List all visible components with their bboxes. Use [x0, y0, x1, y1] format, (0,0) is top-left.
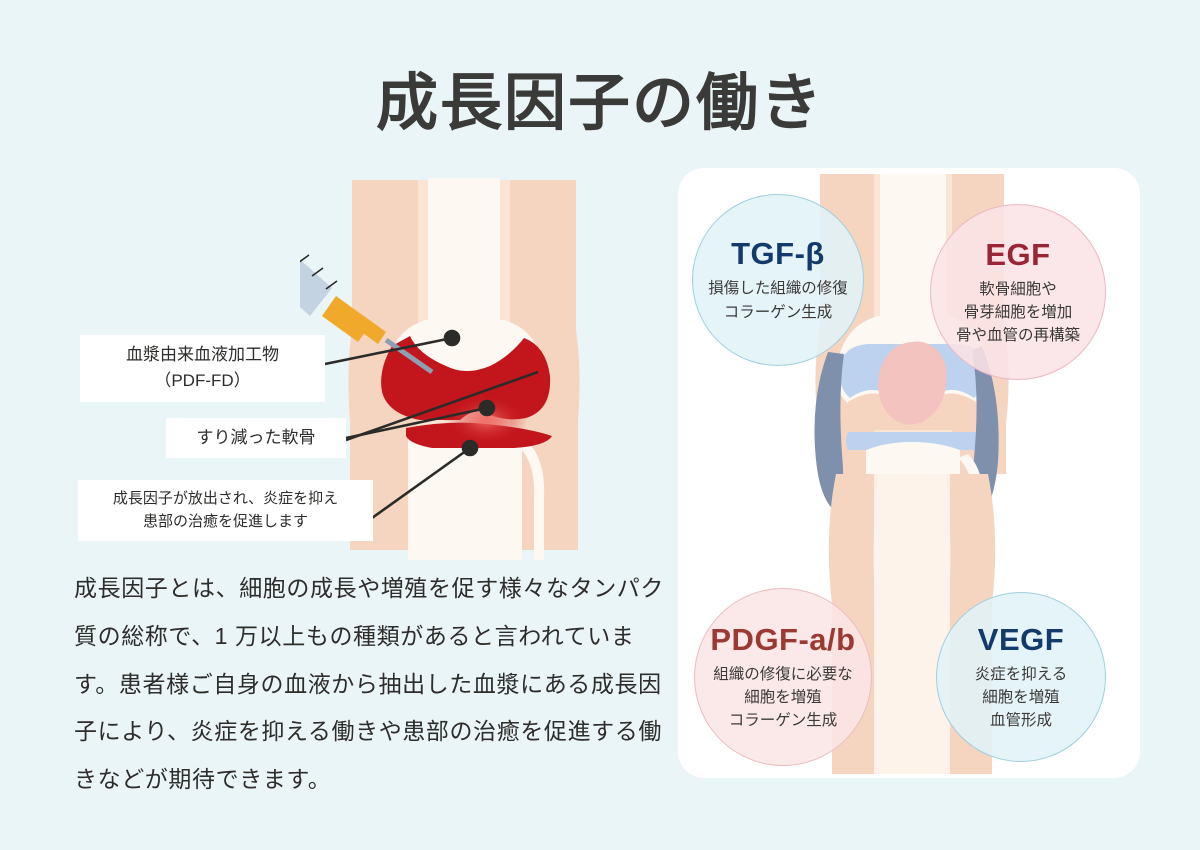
bubble-tgf-title: TGF-β [731, 236, 825, 272]
fibula-bone [518, 442, 545, 560]
tibial-cartilage [846, 432, 982, 450]
bubble-tgf-beta[interactable]: TGF-β 損傷した組織の修復 コラーゲン生成 [692, 194, 864, 366]
bubble-pdgf-desc-line3: コラーゲン生成 [728, 712, 838, 730]
bubble-tgf-desc: 損傷した組織の修復 コラーゲン生成 [708, 277, 848, 324]
bubble-egf-title: EGF [985, 236, 1051, 272]
syringe-graduations [300, 254, 338, 290]
cartilage-wear-hotspot [444, 394, 528, 446]
callout-plasma-line2: （PDF-FD） [154, 371, 251, 391]
bubble-vegf-desc: 炎症を抑える 細胞を増殖 血管形成 [975, 663, 1068, 733]
bubble-tgf-desc-line2: コラーゲン生成 [723, 303, 833, 321]
patella [878, 341, 947, 425]
bubble-egf[interactable]: EGF 軟骨細胞や 骨芽細胞を増加 骨や血管の再構築 [930, 204, 1106, 380]
bubble-pdgf-desc-line2: 細胞を増殖 [744, 688, 822, 706]
bubble-vegf-desc-line2: 細胞を増殖 [982, 688, 1060, 706]
growth-factor-panel: TGF-β 損傷した組織の修復 コラーゲン生成 EGF 軟骨細胞や 骨芽細胞を増… [678, 168, 1140, 778]
callout-release-line2: 患部の治癒を促進します [142, 513, 308, 531]
shin-bone [874, 474, 950, 774]
callout-release-line1: 成長因子が放出され、炎症を抑え [112, 490, 339, 507]
page-title: 成長因子の働き [375, 69, 824, 138]
bubble-pdgf[interactable]: PDGF-a/b 組織の修復に必要な 細胞を増殖 コラーゲン生成 [694, 588, 872, 766]
left-column: 血漿由来血液加工物 （PDF-FD） すり減った軟骨 成長因子が放出され、炎症を… [0, 160, 670, 850]
bubble-vegf[interactable]: VEGF 炎症を抑える 細胞を増殖 血管形成 [936, 592, 1106, 762]
bubble-pdgf-desc: 組織の修復に必要な 細胞を増殖 コラーゲン生成 [713, 663, 853, 733]
callout-growth-factor-release: 成長因子が放出され、炎症を抑え 患部の治癒を促進します [78, 480, 373, 541]
syringe-barrel [300, 259, 332, 316]
bubble-vegf-title: VEGF [977, 621, 1065, 657]
bubble-pdgf-desc-line1: 組織の修復に必要な [713, 665, 853, 683]
callout-plasma-line1: 血漿由来血液加工物 [126, 345, 279, 364]
femur-bone [426, 178, 502, 366]
bubble-tgf-desc-line1: 損傷した組織の修復 [708, 280, 848, 298]
callout-plasma-product: 血漿由来血液加工物 （PDF-FD） [80, 335, 325, 402]
bubble-pdgf-title: PDGF-a/b [710, 621, 856, 657]
bubble-egf-desc-line1: 軟骨細胞や [979, 280, 1057, 298]
callout-cartilage-line1: すり減った軟骨 [196, 428, 316, 447]
bubble-vegf-desc-line3: 血管形成 [989, 712, 1052, 730]
ligament-medial [814, 352, 844, 512]
callout-worn-cartilage: すり減った軟骨 [166, 418, 346, 459]
bubble-egf-desc: 軟骨細胞や 骨芽細胞を増加 骨や血管の再構築 [956, 278, 1080, 348]
bubble-egf-desc-line3: 骨や血管の再構築 [955, 327, 1080, 345]
bubble-vegf-desc-line1: 炎症を抑える [974, 665, 1068, 683]
bubble-egf-desc-line2: 骨芽細胞を増加 [963, 303, 1073, 321]
body-paragraph: 成長因子とは、細胞の成長や増殖を促す様々なタンパク質の総称で、1 万以上もの種類… [74, 575, 664, 793]
